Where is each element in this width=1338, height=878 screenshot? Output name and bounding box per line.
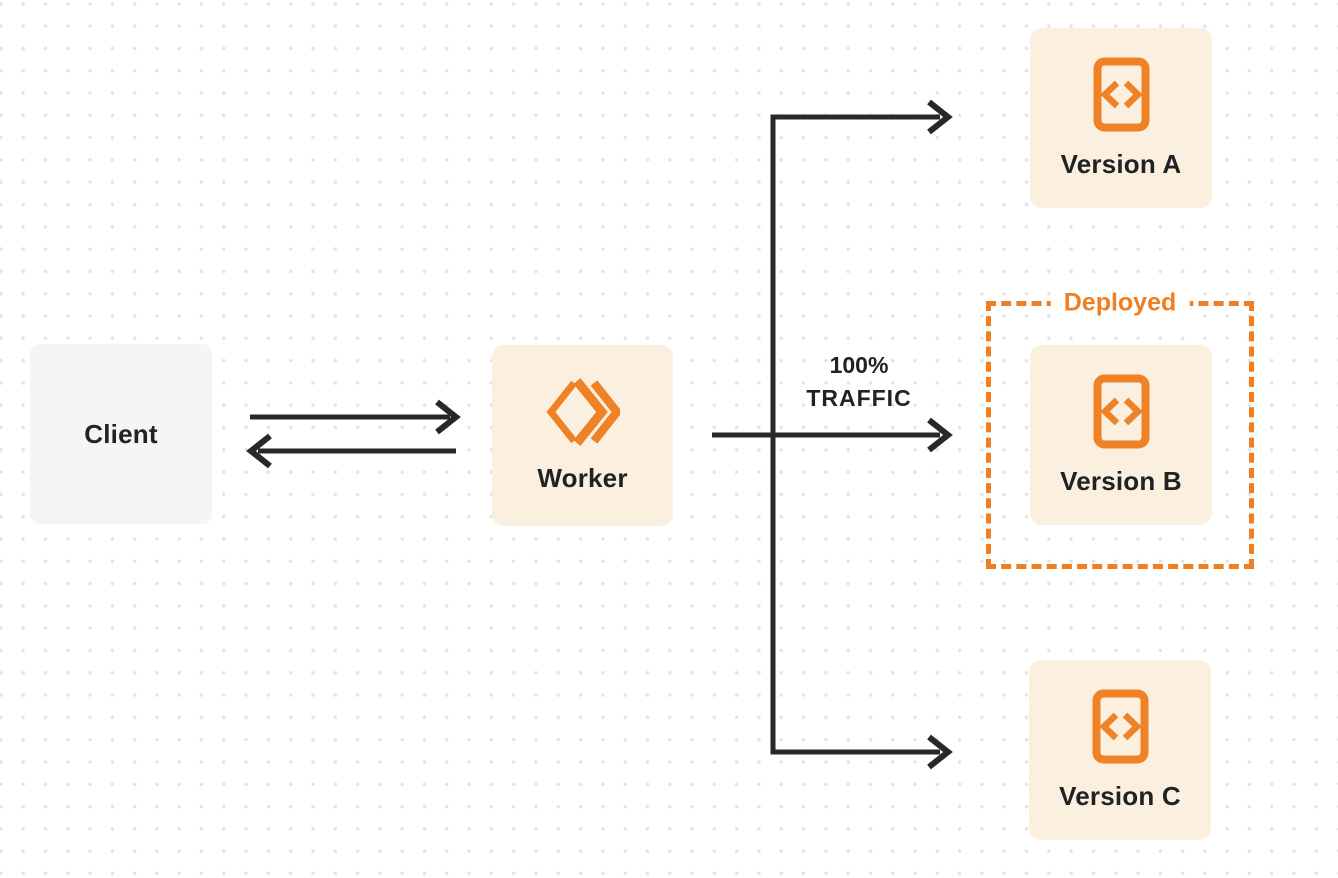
traffic-word-label: TRAFFIC — [806, 385, 912, 411]
version-a-label: Version A — [1060, 148, 1182, 179]
node-client: Client — [30, 344, 212, 524]
arrow-branch-to-version-a — [770, 99, 953, 437]
arrow-branch-to-version-c — [770, 433, 953, 770]
version-c-label: Version C — [1059, 780, 1181, 811]
arrow-client-to-worker — [250, 399, 461, 435]
node-worker: Worker — [492, 345, 673, 526]
code-document-icon — [1093, 57, 1150, 132]
code-document-icon — [1092, 689, 1149, 764]
worker-label: Worker — [537, 462, 628, 493]
cloudflare-workers-icon — [546, 377, 620, 446]
node-version-b: Version B — [1030, 345, 1212, 525]
traffic-annotation: 100% TRAFFIC — [788, 349, 930, 415]
arrow-worker-to-version-b — [712, 417, 953, 453]
traffic-percent-label: 100% — [829, 352, 889, 378]
code-document-icon — [1093, 374, 1150, 449]
client-label: Client — [84, 418, 158, 449]
version-b-label: Version B — [1060, 465, 1182, 496]
arrow-worker-to-client — [246, 433, 456, 469]
deployed-group-label: Deployed — [1050, 288, 1190, 318]
node-version-c: Version C — [1029, 660, 1211, 840]
node-version-a: Version A — [1030, 28, 1212, 208]
